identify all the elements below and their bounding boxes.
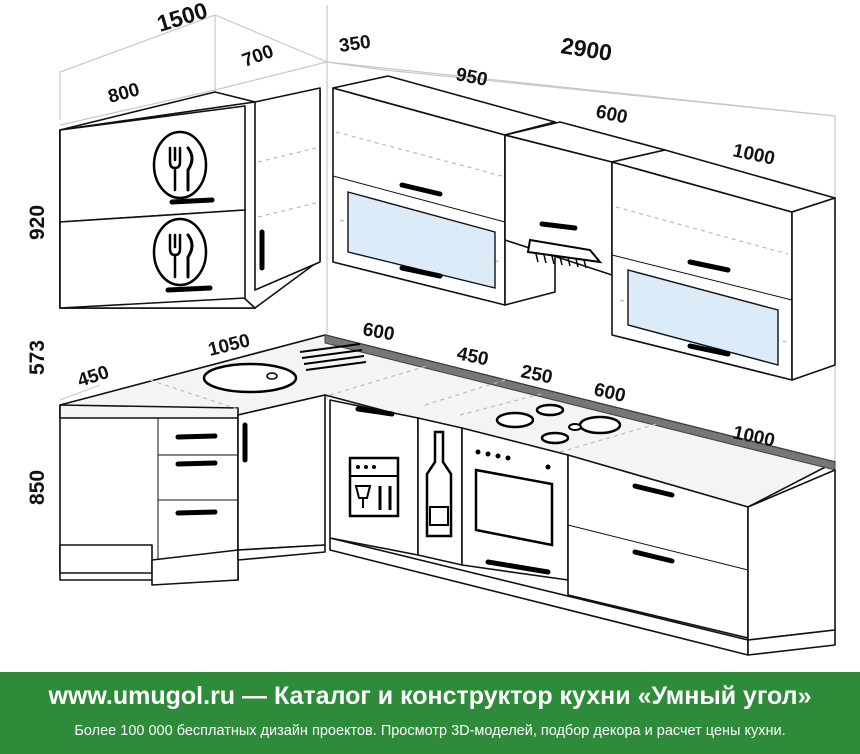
dishwasher-icon bbox=[348, 456, 400, 518]
upper-right-cabinets bbox=[332, 75, 836, 381]
dim-top-right-total: 2900 bbox=[559, 32, 614, 66]
bottle-icon bbox=[425, 430, 453, 538]
kitchen-drawing: 1500 800 700 350 2900 950 600 1000 920 5… bbox=[26, 0, 836, 656]
dim-top-left-cabinet: 800 bbox=[106, 79, 142, 107]
dim-top-gap: 350 bbox=[338, 32, 372, 57]
base-left-cabinets bbox=[59, 394, 326, 586]
dim-top-glass-cabinet: 950 bbox=[454, 64, 489, 91]
dim-height-upper: 920 bbox=[26, 205, 49, 240]
upper-left-cabinets bbox=[59, 87, 321, 309]
range-hood-icon bbox=[526, 238, 603, 269]
dim-height-gap: 573 bbox=[26, 340, 49, 375]
footer-site-link[interactable]: www.umugol.ru — Каталог и конструктор ку… bbox=[48, 682, 812, 710]
cooktop-icon bbox=[495, 403, 622, 445]
dim-top-left-total: 1500 bbox=[154, 0, 211, 37]
cutlery-icon bbox=[152, 217, 208, 287]
footer-subtitle: Более 100 000 бесплатных дизайн проектов… bbox=[74, 723, 786, 739]
dim-base-left-depth: 450 bbox=[75, 362, 112, 392]
dim-base-sink-width: 600 bbox=[361, 319, 396, 345]
dim-top-right-cabinet: 1000 bbox=[731, 140, 777, 169]
footer-banner: www.umugol.ru — Каталог и конструктор ку… bbox=[0, 672, 860, 754]
sink-icon bbox=[202, 343, 367, 394]
dim-base-dishwasher: 450 bbox=[455, 343, 490, 370]
dim-top-hood-cabinet: 600 bbox=[594, 101, 629, 128]
oven-icon bbox=[474, 449, 554, 547]
base-right-cabinets bbox=[329, 399, 836, 656]
dim-height-base: 850 bbox=[26, 470, 49, 505]
cutlery-icon bbox=[152, 130, 208, 200]
dim-top-corner-cabinet: 700 bbox=[240, 41, 277, 72]
